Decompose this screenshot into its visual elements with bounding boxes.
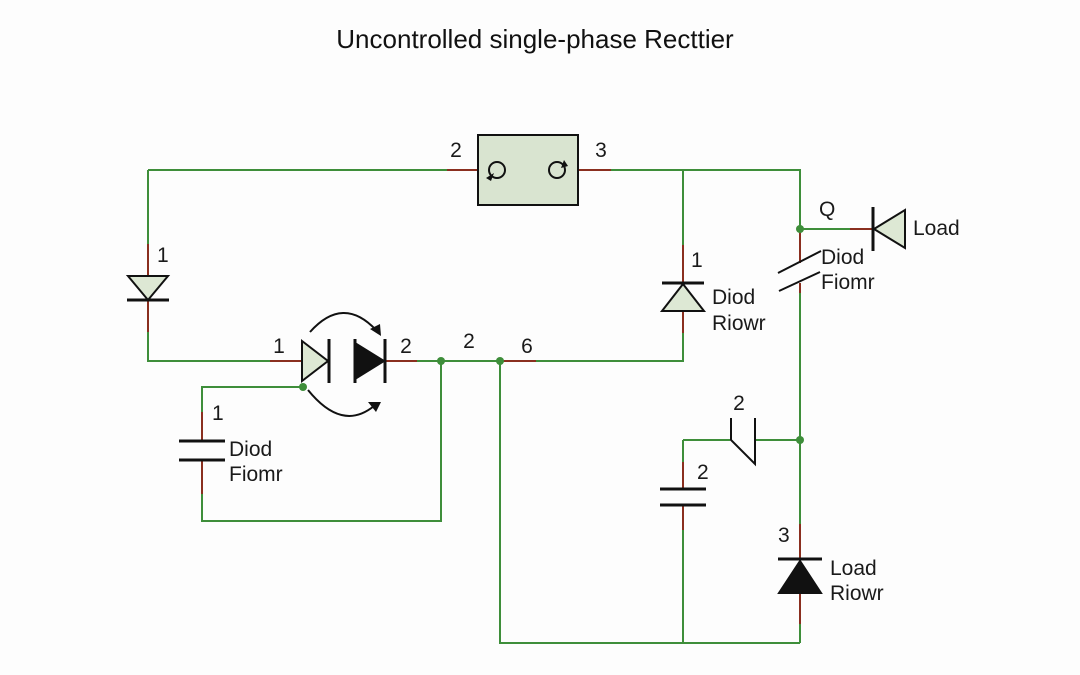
left-diode-pin-label: 1 xyxy=(157,244,169,267)
left-diode-symbol xyxy=(125,275,171,302)
diagram-title: Uncontrolled single-phase Recttier xyxy=(336,24,734,54)
rotation-left-icon xyxy=(486,161,506,181)
wire-left-lower xyxy=(147,332,270,362)
junction-nodes xyxy=(299,225,804,444)
left-cap-label-2: Fiomr xyxy=(229,463,283,486)
switch-label-2: Fiomr xyxy=(821,271,875,294)
pair-diode-solid xyxy=(354,341,386,381)
arc-arrow-bottom-head xyxy=(368,402,381,412)
top-right-section: Q Load Diod Fiomr xyxy=(777,198,960,294)
mid-switch-symbol xyxy=(730,418,756,467)
wires xyxy=(147,169,850,644)
bottom-diode-symbol xyxy=(777,559,823,594)
source-block: 2 3 xyxy=(447,134,611,206)
switch-lever-top xyxy=(777,250,822,274)
right-cap-pin-label: 2 xyxy=(697,461,709,484)
wire-cap-left-top xyxy=(201,386,303,412)
wire-bottom-rail xyxy=(499,361,800,644)
source-pin-left-label: 2 xyxy=(450,139,462,162)
bottom-diode-label-1: Load xyxy=(830,557,877,580)
wire-center-2 xyxy=(536,333,684,362)
arc-arrow-top-icon xyxy=(309,312,377,333)
bottom-diode-label-2: Riowr xyxy=(830,582,884,605)
rotation-right-icon xyxy=(548,160,568,179)
switch-label-1: Diod xyxy=(821,246,864,269)
load-label: Load xyxy=(913,217,960,240)
bottom-diode-pin-label: 3 xyxy=(778,524,790,547)
switch-lever-bottom xyxy=(778,271,821,292)
source-box xyxy=(477,134,579,206)
junction-node xyxy=(299,383,307,391)
wire-top-right xyxy=(611,169,801,228)
junction-node xyxy=(796,436,804,444)
left-diode: 1 xyxy=(125,244,171,332)
junction-node xyxy=(496,357,504,365)
arc-arrow-top-head xyxy=(370,324,381,336)
source-pin-right-label: 3 xyxy=(595,139,607,162)
bottom-diode: 3 Load Riowr xyxy=(777,524,884,624)
wire-cap-left-loop xyxy=(201,361,442,522)
arc-arrow-bottom-icon xyxy=(307,389,375,417)
right-capacitor: 2 xyxy=(660,461,709,530)
left-capacitor: 1 Diod Fiomr xyxy=(179,402,283,494)
mid-diode-symbol xyxy=(659,282,707,312)
junction-node xyxy=(437,357,445,365)
node-label-right: 6 xyxy=(521,335,533,358)
q-node-label: Q xyxy=(819,198,835,221)
pair-diode-open xyxy=(301,338,330,384)
mid-switch-pin-label: 2 xyxy=(733,392,745,415)
left-cap-label-1: Diod xyxy=(229,438,272,461)
mid-diode-label-1: Diod xyxy=(712,286,755,309)
left-cap-pin-label: 1 xyxy=(212,402,224,425)
junction-node xyxy=(796,225,804,233)
mid-diode-label-2: Riowr xyxy=(712,312,766,335)
node-label-mid: 2 xyxy=(463,330,475,353)
load-diode-symbol xyxy=(872,208,906,250)
mid-switch: 2 xyxy=(730,392,756,467)
pair-pin-right-label: 2 xyxy=(400,335,412,358)
center-diode-pair: 1 2 xyxy=(270,312,417,417)
mid-diode-pin-label: 1 xyxy=(691,249,703,272)
mid-diode: 1 Diod Riowr xyxy=(659,245,766,335)
pair-pin-left-label: 1 xyxy=(273,335,285,358)
